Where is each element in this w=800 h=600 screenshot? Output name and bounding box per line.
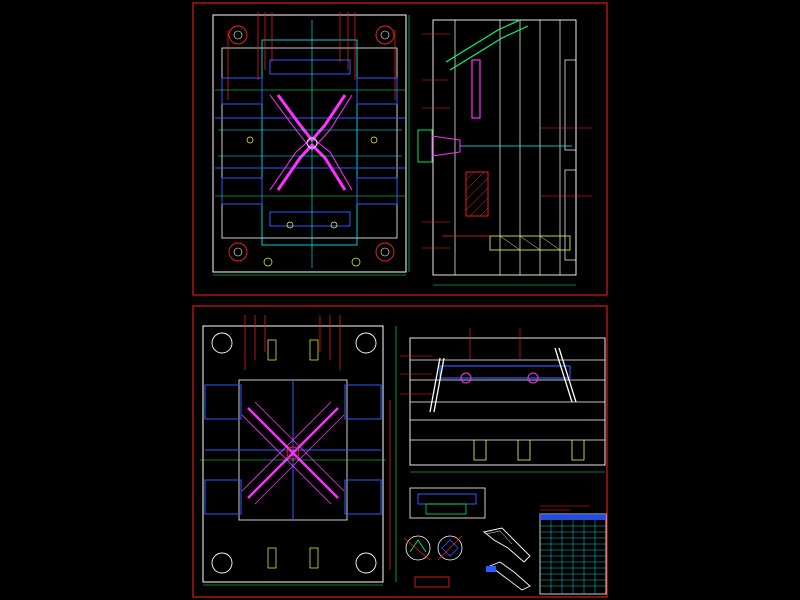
core-plan-view <box>200 315 397 586</box>
plan-section-lines <box>227 12 396 100</box>
core-runner-outline <box>241 401 345 505</box>
sheet-2-border <box>192 305 608 598</box>
plan-dimensions <box>213 15 410 276</box>
section-a-leaders <box>422 33 592 249</box>
part-3d-view-1 <box>482 527 531 563</box>
core-dimensions <box>200 326 397 586</box>
top-plan-view <box>212 12 410 276</box>
guide-pin-br <box>375 242 395 262</box>
title-block <box>539 505 607 595</box>
section-b-runner <box>460 372 539 384</box>
section-b-cooling <box>439 365 571 379</box>
sheet-1-border <box>192 2 608 296</box>
core-slide-blocks <box>204 380 382 520</box>
section-a-hatched-insert <box>465 171 489 217</box>
title-block-grid <box>540 520 606 594</box>
plan-inner-plate <box>221 47 398 239</box>
sheet-1 <box>192 2 608 296</box>
title-block-leaders <box>540 505 590 511</box>
core-ejector-pins <box>267 339 319 569</box>
guide-pin-tr-inner <box>380 30 390 40</box>
core-guide-tl <box>211 332 233 354</box>
detail-c-outer <box>409 487 486 519</box>
guide-pin-bl-inner <box>233 247 243 257</box>
section-a-sprue-bush <box>417 129 572 163</box>
section-b-ejectors <box>473 440 585 461</box>
section-a-angled-pin <box>445 19 529 71</box>
detail-circle-e <box>437 535 463 561</box>
part-3d-view-2 <box>486 561 531 591</box>
section-a-ejector <box>442 235 571 251</box>
section-b-plates <box>410 359 605 441</box>
technical-note-box <box>414 576 450 588</box>
guide-pin-tl-inner <box>233 30 243 40</box>
plan-cooling-lines <box>218 20 402 268</box>
plan-ejector-pins <box>246 136 378 267</box>
section-b-outer <box>409 337 606 466</box>
core-runner-x <box>247 407 339 499</box>
core-guide-bl <box>211 552 233 574</box>
guide-pin-tl <box>228 25 248 45</box>
guide-pin-bl <box>228 242 248 262</box>
detail-c-insert <box>425 503 467 515</box>
plan-slide-blocks <box>215 59 405 227</box>
detail-section-c-c <box>409 487 486 519</box>
section-a-runner <box>471 59 481 119</box>
core-sprue <box>286 446 300 460</box>
section-b-angled-pins <box>429 347 577 413</box>
core-guide-tr <box>355 332 377 354</box>
section-view-a-a <box>417 19 592 286</box>
core-outer-plate <box>202 325 384 583</box>
sheet-2 <box>192 305 608 598</box>
core-guide-br <box>355 552 377 574</box>
guide-pin-br-inner <box>380 247 390 257</box>
section-view-b-b <box>400 328 606 473</box>
section-b-leaders <box>400 328 521 395</box>
detail-circle-d <box>403 535 431 561</box>
section-a-plates <box>454 20 577 275</box>
core-section-lines <box>244 315 391 570</box>
guide-pin-tr <box>375 25 395 45</box>
plan-cavity-insert <box>261 39 358 246</box>
plan-outer-plate <box>212 14 407 273</box>
title-block-header <box>540 514 606 520</box>
